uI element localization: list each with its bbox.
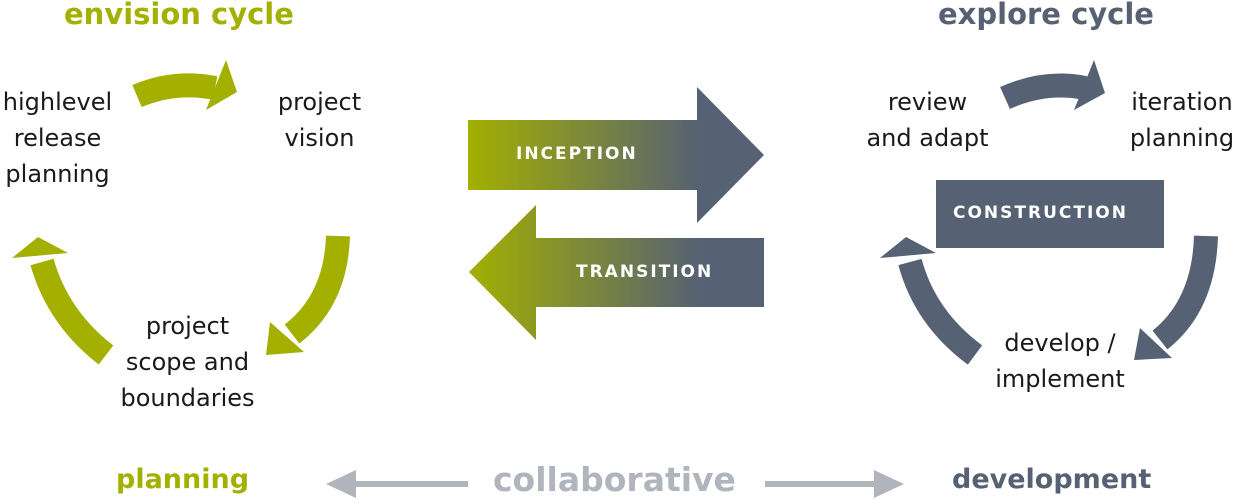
transition-arrow (469, 205, 764, 340)
collab-arrowhead-right (874, 470, 904, 498)
step-iteration-planning: iteration planning (1129, 88, 1235, 152)
envision-arrowhead-right (266, 322, 304, 355)
collab-arrowhead-left (326, 470, 356, 498)
explore-arrowhead-right (1134, 328, 1172, 360)
inception-arrow (468, 87, 764, 223)
construction-box (936, 180, 1164, 248)
explore-arrowhead-top (1074, 60, 1105, 110)
footer-collaborative: collaborative (493, 460, 736, 499)
envision-arrow-right (284, 235, 350, 344)
construction-label: CONSTRUCTION (953, 203, 1128, 223)
explore-arrow-top (1000, 73, 1088, 110)
transition-label: TRANSITION (576, 262, 714, 282)
envision-cycle-title: envision cycle (64, 0, 294, 31)
step-review-and-adapt: review and adapt (866, 88, 989, 152)
explore-arrow-left (898, 258, 983, 365)
envision-arrow-top (132, 73, 218, 108)
envision-arrowhead-left (12, 237, 68, 258)
step-project-scope: project scope and boundaries (120, 312, 255, 412)
explore-arrow-right (1152, 235, 1218, 350)
step-highlevel-release-planning: highlevel release planning (2, 88, 113, 188)
inception-label: INCEPTION (516, 144, 638, 164)
explore-cycle-title: explore cycle (938, 0, 1154, 31)
explore-arrowhead-left (880, 237, 936, 258)
step-project-vision: project vision (277, 88, 362, 152)
footer-development: development (952, 464, 1152, 495)
step-develop-implement: develop / implement (995, 329, 1125, 393)
envision-arrow-left (30, 258, 114, 365)
envision-arrowhead-top (206, 60, 237, 110)
footer-planning: planning (116, 464, 250, 495)
